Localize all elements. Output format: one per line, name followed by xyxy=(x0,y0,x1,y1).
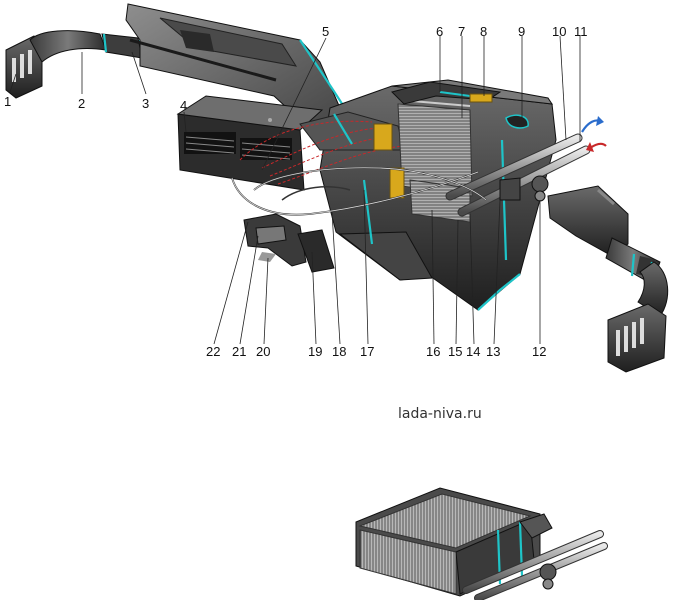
control-bracket xyxy=(243,213,335,273)
callout-17: 17 xyxy=(360,344,374,359)
callout-9: 9 xyxy=(518,24,525,39)
callout-6: 6 xyxy=(436,24,443,39)
nozzle-grille xyxy=(184,132,292,160)
callout-10: 10 xyxy=(552,24,566,39)
callout-20: 20 xyxy=(256,344,270,359)
watermark: lada-niva.ru xyxy=(398,406,482,422)
front-nozzle-box xyxy=(176,95,324,191)
callout-13: 13 xyxy=(486,344,500,359)
leader-lines xyxy=(9,35,581,345)
control-cables xyxy=(231,166,487,216)
callout-14: 14 xyxy=(466,344,480,359)
callout-3: 3 xyxy=(142,96,149,111)
right-air-outlet xyxy=(607,303,667,373)
coolant-flow-arrows xyxy=(581,116,607,152)
heater-pipes xyxy=(445,133,591,217)
housing-seals xyxy=(333,113,405,245)
callout-16: 16 xyxy=(426,344,440,359)
callout-12: 12 xyxy=(532,344,546,359)
callout-1: 1 xyxy=(4,94,11,109)
radiator-detail-view xyxy=(355,487,608,600)
callout-labels: 1 2 3 4 5 6 7 8 9 10 11 12 13 14 15 16 1… xyxy=(4,24,588,359)
callout-8: 8 xyxy=(480,24,487,39)
callout-19: 19 xyxy=(308,344,322,359)
callout-15: 15 xyxy=(448,344,462,359)
callout-4: 4 xyxy=(180,98,187,113)
heater-top-cover xyxy=(391,81,529,129)
right-air-duct xyxy=(547,185,669,317)
left-air-outlet xyxy=(5,35,43,99)
callout-2: 2 xyxy=(78,96,85,111)
callout-21: 21 xyxy=(232,344,246,359)
callout-18: 18 xyxy=(332,344,346,359)
left-air-duct-hose xyxy=(29,30,146,63)
heater-tap xyxy=(531,175,549,202)
callout-22: 22 xyxy=(206,344,220,359)
callout-7: 7 xyxy=(458,24,465,39)
callout-5: 5 xyxy=(322,24,329,39)
callout-11: 11 xyxy=(574,24,588,39)
